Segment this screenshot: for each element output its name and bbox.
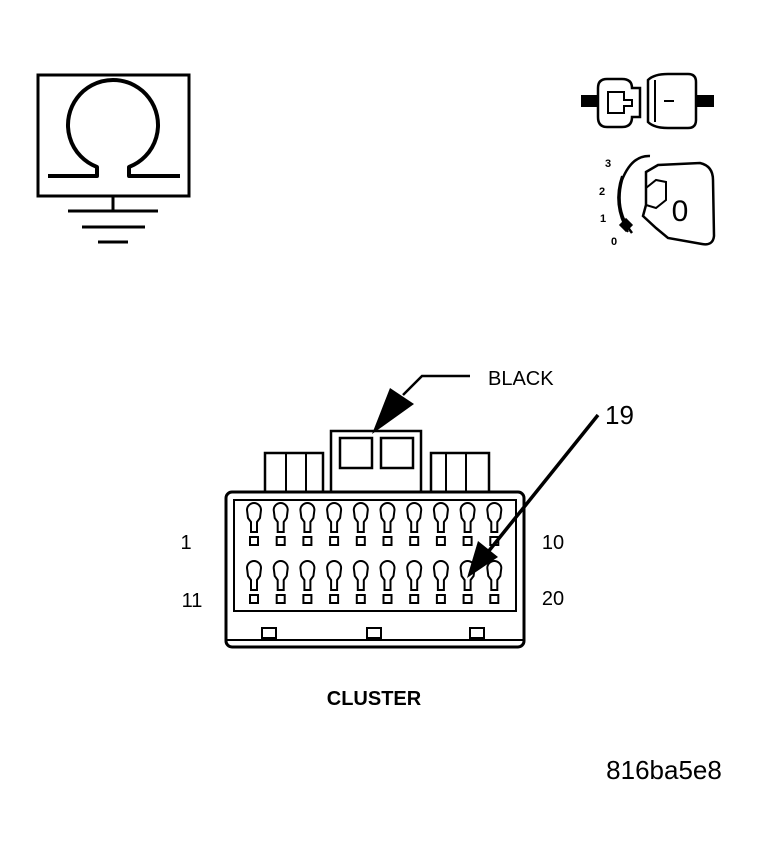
terminal-13 [299,560,316,604]
terminal-9 [459,502,476,546]
terminal-6 [379,502,396,546]
terminal-5 [352,502,369,546]
pin-row-bottom [245,560,503,604]
pin-callout-leader [486,413,600,554]
ignition-pos-1: 1 [600,213,606,225]
terminal-3 [299,502,316,546]
black-callout-arrowhead [372,388,414,434]
pin-row-top [245,502,503,546]
ohmmeter-icon [36,73,191,198]
connector-color-label: BLACK [488,368,554,390]
terminal-16 [379,560,396,604]
terminal-8 [432,502,449,546]
terminal-20 [486,560,503,604]
pin-label-right-top: 10 [542,532,564,554]
terminal-17 [406,560,423,604]
connector-name: CLUSTER [327,688,422,710]
terminal-2 [272,502,289,546]
ignition-pos-0: 0 [611,236,617,248]
terminal-1 [245,502,263,546]
pin-label-left-top: 1 [180,532,191,554]
terminal-12 [272,560,289,604]
pin-callout-arrowhead [467,541,498,578]
connector-body [224,429,526,649]
pin-label-right-bottom: 20 [542,588,564,610]
terminal-14 [326,560,343,604]
figure-id: 816ba5e8 [606,755,722,785]
ignition-key-icon [617,154,716,246]
key-position-label: 0 [672,195,689,228]
black-callout-leader [402,374,470,396]
terminal-11 [245,560,263,604]
terminal-15 [352,560,369,604]
terminal-18 [432,560,449,604]
highlighted-pin-label: 19 [605,400,634,430]
ground-icon [68,196,158,244]
switch-connector-icon [581,72,714,130]
ignition-pos-3: 3 [605,158,611,170]
terminal-7 [406,502,423,546]
terminal-4 [326,502,343,546]
ignition-pos-2: 2 [599,186,605,198]
pin-label-left-bottom: 11 [182,590,203,612]
